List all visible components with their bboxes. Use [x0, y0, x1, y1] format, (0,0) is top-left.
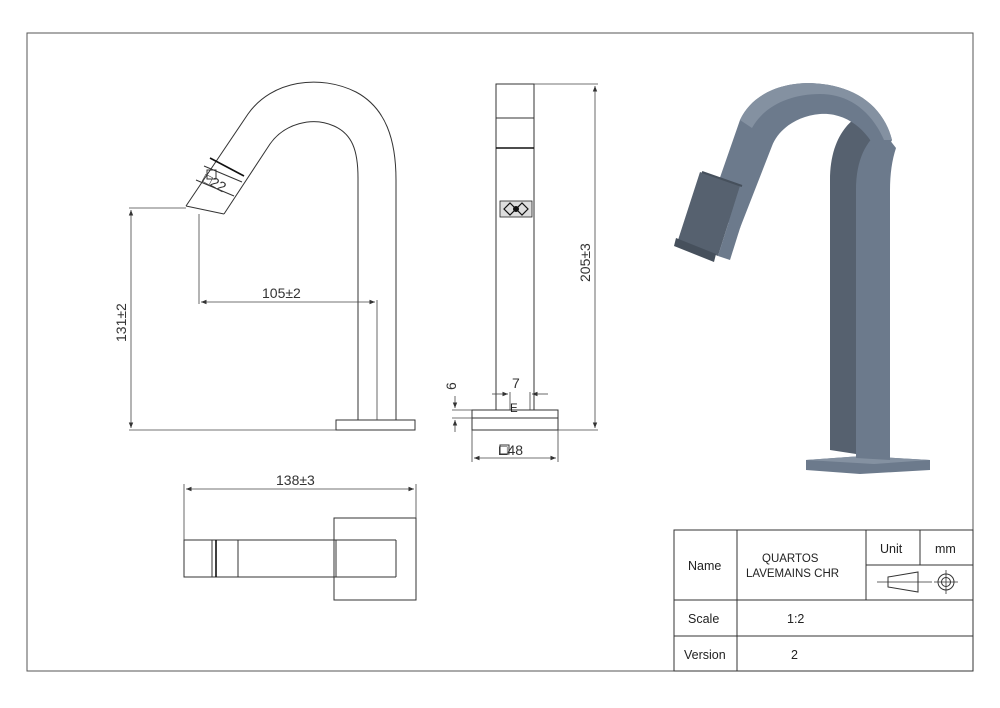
- aerator-symbol: [499, 200, 533, 218]
- unit-label: Unit: [880, 542, 903, 556]
- base-thickness-dimension: 6: [443, 382, 459, 390]
- scale-value: 1:2: [787, 612, 804, 626]
- sheet-border: [26, 32, 974, 672]
- top-view: 138±3: [183, 472, 417, 601]
- name-label: Name: [688, 559, 721, 573]
- total-height-dimension: 205±3: [577, 243, 593, 282]
- reach-dimension: 105±2: [262, 285, 301, 301]
- side-view: E 205±3 6 7 □48: [443, 83, 598, 462]
- projection-symbol-icon: [877, 570, 958, 594]
- version-label: Version: [684, 648, 726, 662]
- front-view: □22 131±2 105±2: [113, 81, 416, 431]
- base-square-dimension: □48: [499, 442, 523, 458]
- faucet-render: [674, 83, 930, 474]
- height-dimension: 131±2: [113, 303, 129, 342]
- scale-label: Scale: [688, 612, 719, 626]
- version-value: 2: [791, 648, 798, 662]
- product-name-line2: LAVEMAINS CHR: [746, 568, 839, 580]
- spout-section-label: □22: [200, 170, 229, 196]
- shank-dimension: 7: [512, 375, 520, 391]
- title-block: Name QUARTOS LAVEMAINS CHR Unit mm Scale…: [673, 529, 974, 672]
- base-label-small: E: [510, 403, 518, 415]
- unit-value: mm: [935, 542, 956, 556]
- length-dimension: 138±3: [276, 472, 315, 488]
- product-name-line1: QUARTOS: [762, 553, 819, 565]
